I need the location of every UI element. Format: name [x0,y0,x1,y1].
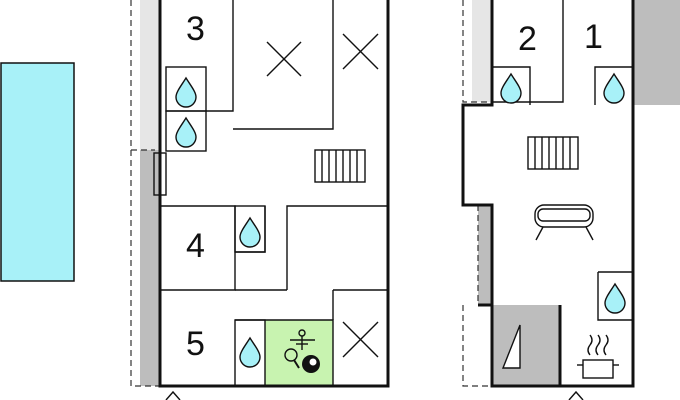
outer-wall-right-east [490,0,635,388]
open-void-icon [342,321,379,358]
room-number-3: 3 [186,10,205,48]
room-number-4: 4 [186,227,205,265]
outer-wall-left [158,0,390,388]
water-drop-icon [604,282,626,314]
water-drop-icon [175,76,197,108]
water-drop-icon [175,116,197,148]
bathroom-3b [165,110,207,152]
balcony-top [633,0,680,105]
water-drop-icon [500,72,522,104]
entrance-arrow-icon [165,390,181,400]
entrance-arrow-icon [568,390,584,400]
fireplace-area [492,305,560,386]
water-drop-icon [239,336,261,368]
water-drop-icon [239,216,261,248]
terrace-outline-lower [130,150,160,387]
lower-strip [478,205,492,305]
room-number-1: 1 [584,18,603,56]
water-drop-icon [603,72,625,104]
fireplace-icon [501,324,521,369]
stairs-icon [527,136,579,170]
fireplace-outline [462,305,492,387]
terrace-strip-top [140,0,160,150]
sofa-icon [534,204,594,241]
room-number-2: 2 [518,20,537,58]
terrace-right-outline [462,0,492,103]
table-tennis-billiards-icon [284,329,320,373]
swimming-pool [0,62,75,282]
interior-walls-left [160,0,388,386]
stairs-icon [314,149,366,183]
open-void-icon [342,33,379,70]
games-room [265,320,333,386]
open-void-icon [266,41,302,77]
terrace-strip-bottom [140,150,160,386]
room-number-5: 5 [186,325,205,363]
cooking-pot-icon [577,334,619,379]
terrace-right-strip [472,0,492,102]
